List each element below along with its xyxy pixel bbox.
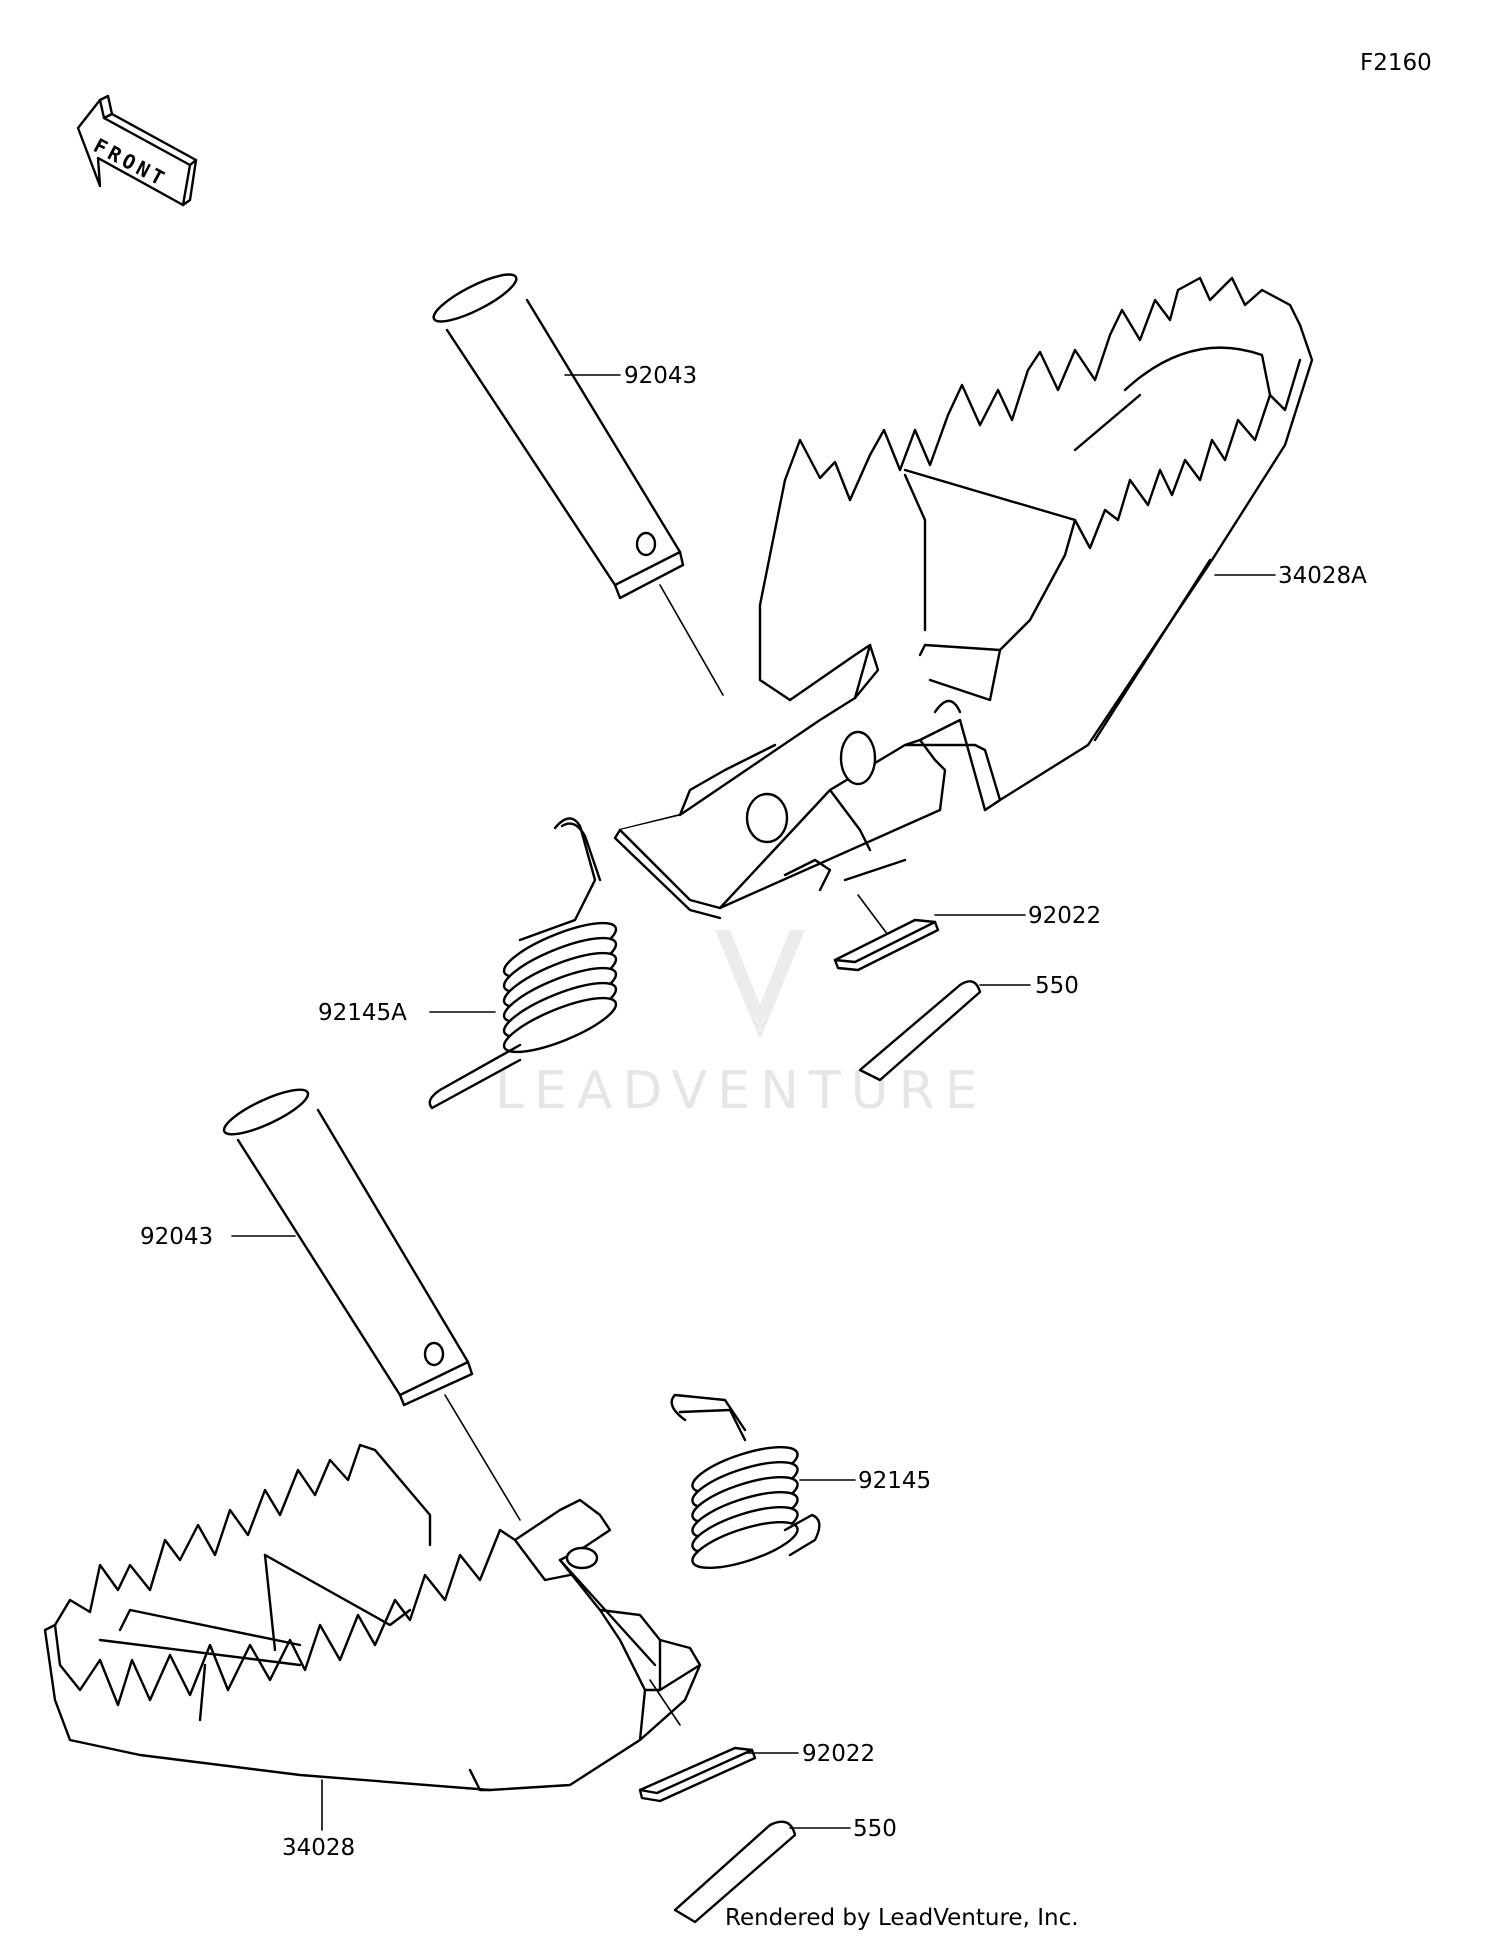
callout-spring-upper: 92145A [318, 1000, 407, 1026]
callout-cotter-lower: 550 [853, 1816, 897, 1842]
callout-pin-upper: 92043 [624, 363, 697, 389]
washer-upper [833, 894, 1026, 972]
callout-washer-upper: 92022 [1028, 903, 1101, 929]
figure-code: F2160 [1360, 50, 1432, 76]
callout-pin-lower: 92043 [140, 1224, 213, 1250]
footpeg-upper [613, 276, 1314, 920]
cotter-pin-lower [673, 1820, 851, 1924]
watermark-text: LEADVENTURE [495, 1061, 988, 1121]
spring-lower [670, 1393, 856, 1570]
watermark: LEADVENTURE [495, 805, 988, 1121]
pin-upper [432, 273, 724, 696]
callout-washer-lower: 92022 [802, 1741, 875, 1767]
callout-spring-lower: 92145 [858, 1468, 931, 1494]
callout-cotter-upper: 550 [1035, 973, 1079, 999]
callout-peg-upper: 34028A [1278, 563, 1367, 589]
footpeg-lower [43, 1443, 702, 1831]
front-arrow-icon: FRONT [76, 94, 198, 207]
washer-lower [638, 1679, 799, 1803]
footer-credit: Rendered by LeadVenture, Inc. [725, 1905, 1079, 1931]
callout-peg-lower: 34028 [282, 1835, 355, 1861]
cotter-pin-upper [858, 980, 1031, 1082]
pin-lower [222, 1088, 521, 1521]
spring-upper [428, 817, 618, 1110]
